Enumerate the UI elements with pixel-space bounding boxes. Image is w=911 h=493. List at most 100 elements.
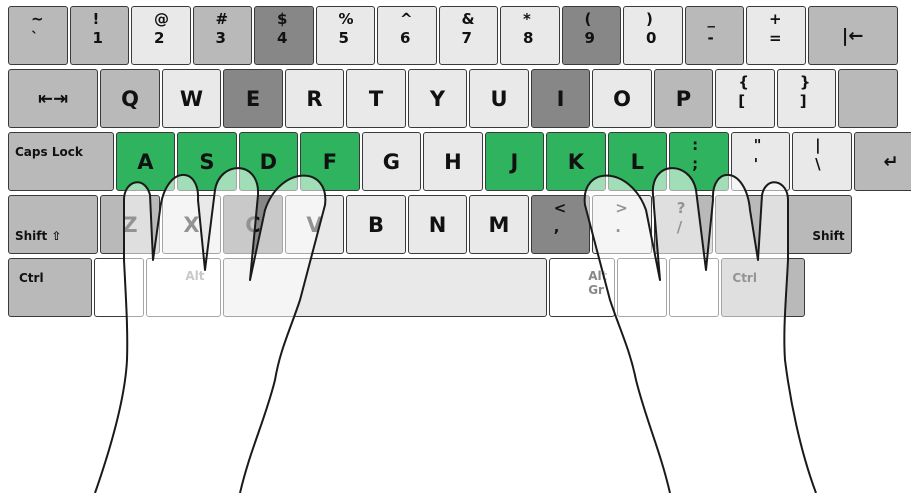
key-label: M	[470, 213, 528, 237]
key-4-4-altgr[interactable]: Alt Gr	[549, 258, 615, 317]
key-0-12[interactable]: +=	[746, 6, 806, 65]
key-label: O	[593, 87, 651, 111]
key-0-4[interactable]: $4	[254, 6, 314, 65]
key-1-12[interactable]: }]	[777, 69, 837, 128]
key-top-symbol: ?	[677, 199, 686, 217]
key-label: Ctrl	[19, 271, 44, 285]
key-label: E	[224, 87, 282, 111]
key-label: P	[655, 87, 713, 111]
key-3-1[interactable]: Z	[100, 195, 160, 254]
key-2-10[interactable]: :;	[669, 132, 729, 191]
key-1-6[interactable]: Y	[408, 69, 468, 128]
key-0-5[interactable]: %5	[316, 6, 376, 65]
key-2-8[interactable]: K	[546, 132, 606, 191]
key-0-7[interactable]: &7	[439, 6, 499, 65]
key-1-7[interactable]: U	[469, 69, 529, 128]
key-label: X	[163, 213, 221, 237]
key-top-symbol: ^	[400, 10, 413, 28]
key-label: L	[609, 150, 667, 174]
key-bottom-symbol: .	[615, 218, 621, 236]
key-bottom-symbol: =	[769, 29, 782, 47]
key-1-0-tab[interactable]: ⇤⇥	[8, 69, 98, 128]
key-bottom-symbol: 8	[523, 29, 533, 47]
key-4-5-win[interactable]	[617, 258, 667, 317]
key-4-0-ctrl[interactable]: Ctrl	[8, 258, 92, 317]
key-0-11[interactable]: _-	[685, 6, 745, 65]
key-3-6[interactable]: N	[408, 195, 468, 254]
key-1-9[interactable]: O	[592, 69, 652, 128]
key-label: U	[470, 87, 528, 111]
key-1-4[interactable]: R	[285, 69, 345, 128]
key-bottom-symbol: 1	[93, 29, 103, 47]
key-2-0-caps[interactable]: Caps Lock	[8, 132, 114, 191]
key-label: R	[286, 87, 344, 111]
key-bottom-symbol: 4	[277, 29, 287, 47]
key-top-symbol: {	[738, 73, 749, 91]
key-1-3[interactable]: E	[223, 69, 283, 128]
key-label: Shift ⇧	[15, 229, 62, 243]
key-1-10[interactable]: P	[654, 69, 714, 128]
key-2-7[interactable]: J	[485, 132, 545, 191]
key-2-6[interactable]: H	[423, 132, 483, 191]
key-0-13-backspace[interactable]: |←	[808, 6, 898, 65]
key-2-3[interactable]: D	[239, 132, 299, 191]
key-0-9[interactable]: (9	[562, 6, 622, 65]
key-0-3[interactable]: #3	[193, 6, 253, 65]
key-label: ↵	[855, 151, 911, 172]
key-bottom-symbol: 0	[646, 29, 656, 47]
key-bottom-symbol: 5	[339, 29, 349, 47]
key-3-10[interactable]: ?/	[654, 195, 714, 254]
key-top-symbol: :	[692, 136, 698, 154]
key-2-5[interactable]: G	[362, 132, 422, 191]
key-0-8[interactable]: *8	[500, 6, 560, 65]
key-label: N	[409, 213, 467, 237]
key-0-1[interactable]: !1	[70, 6, 130, 65]
key-0-10[interactable]: )0	[623, 6, 683, 65]
key-label: Ctrl	[732, 271, 757, 285]
key-label: S	[178, 150, 236, 174]
key-3-0-lshift[interactable]: Shift ⇧	[8, 195, 98, 254]
key-1-11[interactable]: {[	[715, 69, 775, 128]
key-2-4[interactable]: F	[300, 132, 360, 191]
key-bottom-symbol: ,	[554, 218, 560, 236]
key-label: I	[532, 87, 590, 111]
key-1-1[interactable]: Q	[100, 69, 160, 128]
key-top-symbol: (	[585, 10, 592, 28]
key-bottom-symbol: /	[677, 218, 682, 236]
key-3-2[interactable]: X	[162, 195, 222, 254]
key-3-4[interactable]: V	[285, 195, 345, 254]
key-label: Q	[101, 87, 159, 111]
key-3-3[interactable]: C	[223, 195, 283, 254]
key-0-2[interactable]: @2	[131, 6, 191, 65]
key-3-8[interactable]: <,	[531, 195, 591, 254]
key-4-3-space[interactable]	[223, 258, 547, 317]
key-top-symbol: |	[815, 136, 820, 154]
key-top-symbol: >	[615, 199, 628, 217]
key-2-13-enter[interactable]: ↵	[854, 132, 911, 191]
key-1-5[interactable]: T	[346, 69, 406, 128]
key-2-11[interactable]: "'	[731, 132, 791, 191]
key-2-12[interactable]: |\	[792, 132, 852, 191]
key-0-6[interactable]: ^6	[377, 6, 437, 65]
key-label: F	[301, 150, 359, 174]
key-4-1-win[interactable]	[94, 258, 144, 317]
key-4-6-menu[interactable]	[669, 258, 719, 317]
key-3-11-rshift[interactable]: Shift	[715, 195, 851, 254]
key-top-symbol: )	[646, 10, 653, 28]
key-0-0[interactable]: ~`	[8, 6, 68, 65]
key-4-2-alt[interactable]: Alt	[146, 258, 221, 317]
key-3-7[interactable]: M	[469, 195, 529, 254]
key-1-8[interactable]: I	[531, 69, 591, 128]
key-bottom-symbol: ]	[800, 92, 807, 110]
key-bottom-symbol: 2	[154, 29, 164, 47]
key-2-1[interactable]: A	[116, 132, 176, 191]
key-3-9[interactable]: >.	[592, 195, 652, 254]
key-label: G	[363, 150, 421, 174]
key-2-9[interactable]: L	[608, 132, 668, 191]
key-label: |←	[809, 25, 897, 46]
key-1-13[interactable]	[838, 69, 898, 128]
key-2-2[interactable]: S	[177, 132, 237, 191]
key-3-5[interactable]: B	[346, 195, 406, 254]
key-1-2[interactable]: W	[162, 69, 222, 128]
key-4-7-ctrl[interactable]: Ctrl	[721, 258, 805, 317]
